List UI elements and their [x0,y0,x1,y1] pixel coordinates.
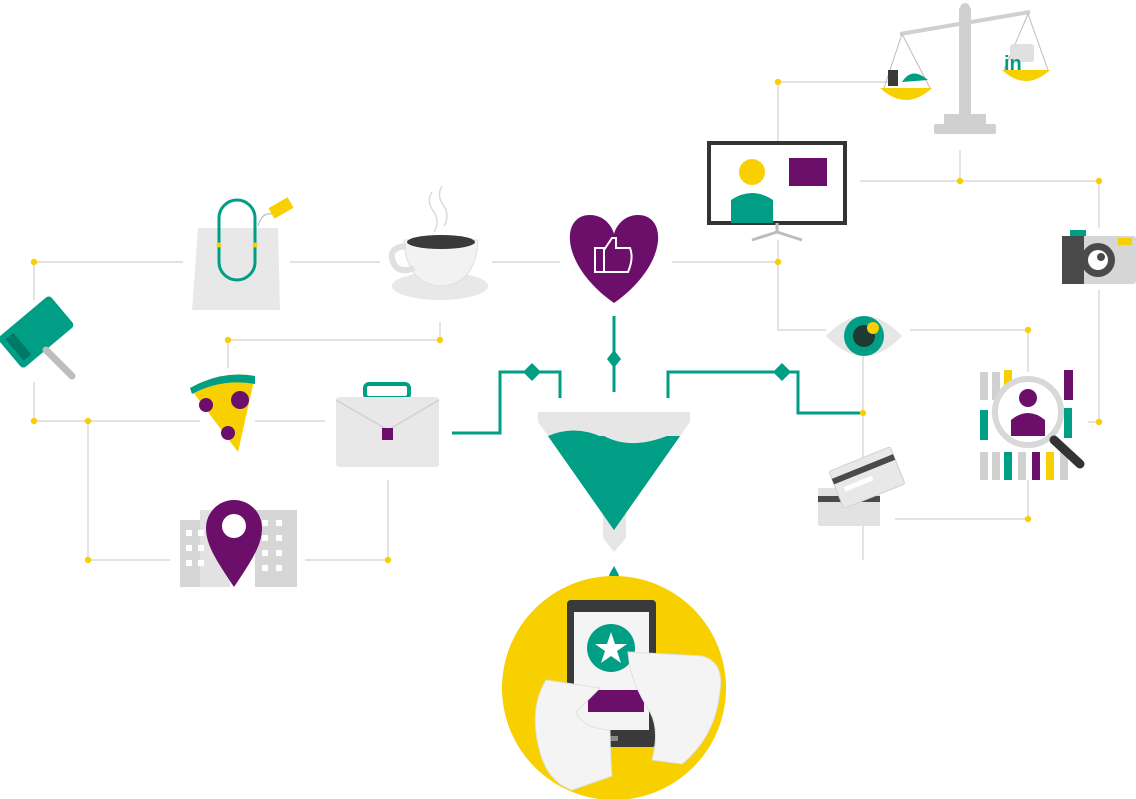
monitor-video-call-icon [707,141,847,242]
camera-icon [1062,230,1136,284]
credit-cards-icon [818,446,905,526]
coffee-cup-icon [388,185,488,300]
balance-scale-social-icon: in [880,3,1050,134]
svg-text:in: in [1004,53,1022,75]
mobile-rating-icon [502,576,726,799]
city-location-pin-icon [180,500,297,587]
briefcase-icon [335,382,440,467]
pushpin-icon [0,296,76,380]
pizza-slice-icon [190,374,255,452]
shopping-bag-icon [192,197,294,310]
connector-lines [33,81,1100,561]
eye-icon [826,316,902,356]
funnel-icon [538,412,690,552]
crowd-magnifier-icon [980,370,1085,480]
heart-thumbs-up-icon [569,215,659,303]
connector-diamonds [523,350,791,584]
junction-dots [30,78,1103,564]
